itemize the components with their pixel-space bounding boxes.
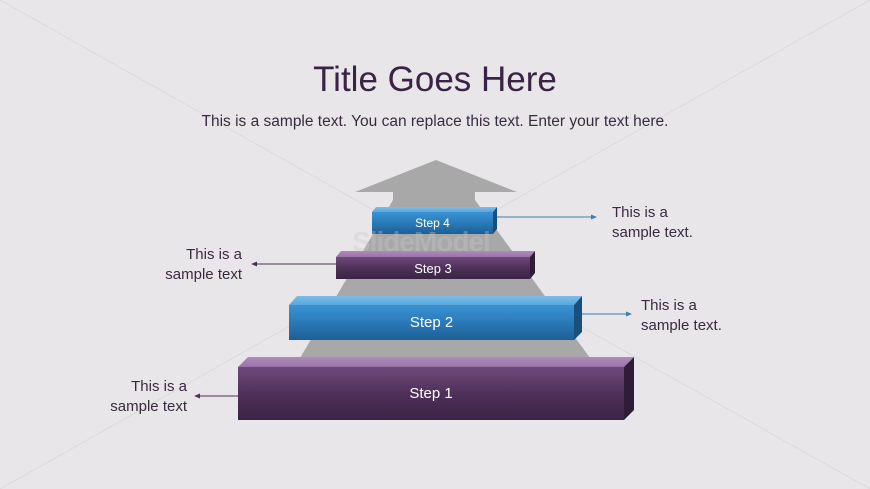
- step-4-label: Step 4: [415, 216, 450, 230]
- connector-step-4: [497, 214, 597, 220]
- note-step-2-line1: This is a: [641, 297, 697, 314]
- note-step-4: This is a sample text.: [612, 203, 693, 243]
- step-2-label: Step 2: [409, 314, 454, 331]
- note-step-3-line2: sample text: [165, 266, 242, 283]
- note-step-1: This is a sample text: [60, 377, 187, 417]
- connector-step-3: [251, 261, 336, 267]
- step-4-block: [372, 207, 497, 234]
- note-step-3-line1: This is a: [186, 246, 242, 263]
- slide-title: Title Goes Here: [313, 60, 557, 99]
- note-step-1-line1: This is a: [131, 378, 187, 395]
- step-1-label: Step 1: [409, 385, 453, 402]
- step-2-block: [289, 296, 582, 340]
- step-1-block: [238, 357, 634, 420]
- note-step-4-line2: sample text.: [612, 224, 693, 241]
- note-step-1-line2: sample text: [110, 398, 187, 415]
- note-step-2: This is a sample text.: [641, 296, 722, 336]
- note-step-2-line2: sample text.: [641, 317, 722, 334]
- watermark: SlideModel: [352, 226, 491, 257]
- slide-subtitle: This is a sample text. You can replace t…: [201, 113, 669, 130]
- note-step-3: This is a sample text: [120, 245, 242, 285]
- step-3-block: [336, 251, 535, 279]
- connector-step-2: [582, 311, 632, 317]
- step-3-label: Step 3: [414, 260, 452, 276]
- note-step-4-line1: This is a: [612, 204, 668, 221]
- connector-step-1: [194, 393, 238, 399]
